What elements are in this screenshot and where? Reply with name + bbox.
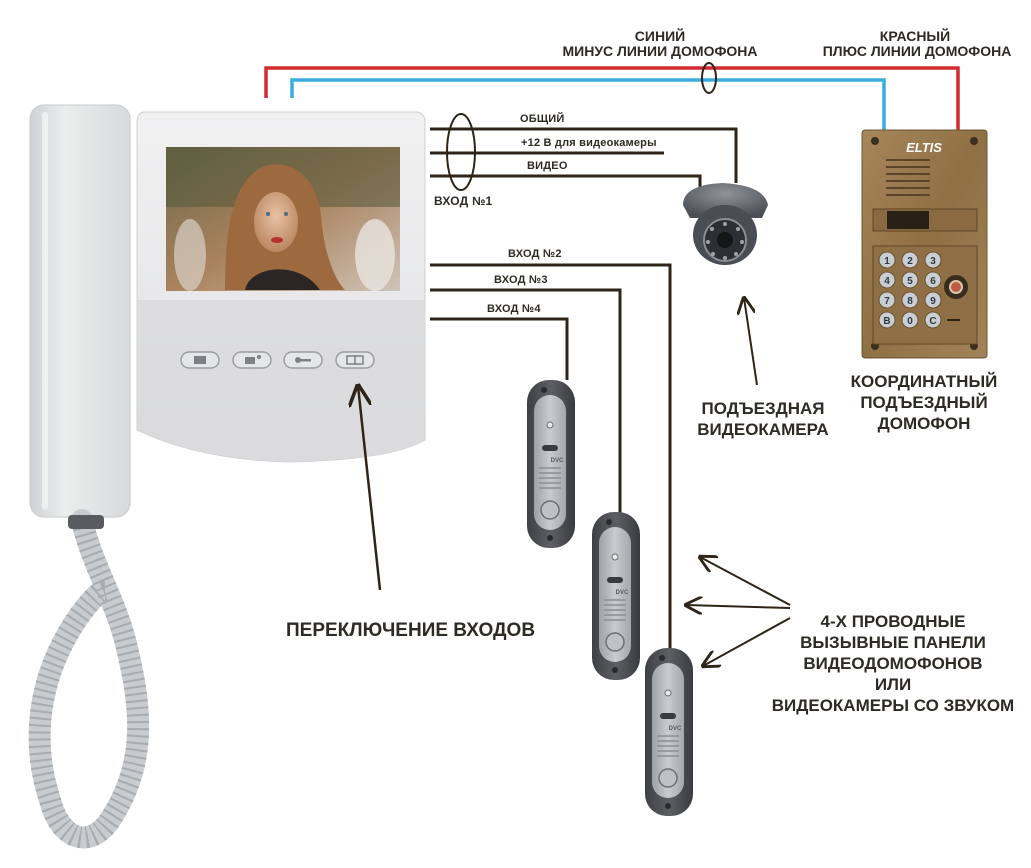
switch-arrow (358, 386, 382, 591)
keypad-key-label: 6 (930, 276, 936, 287)
camera-caption-line-2: ВИДЕОКАМЕРА (697, 420, 829, 439)
monitor-screen (166, 147, 400, 291)
coiled-cord (28, 509, 150, 849)
intercom-caption-line-2: ПОДЪЕЗДНЫЙ (860, 393, 988, 412)
call-button[interactable] (658, 768, 678, 788)
eltis-intercom-panel: ELTIS 1 2 3 4 5 6 7 8 9B 0 C (861, 129, 988, 359)
keypad-key-label: 2 (907, 256, 913, 267)
plus-wire-color-label: КРАСНЫЙ (879, 28, 951, 44)
wire-common (430, 127, 738, 183)
minus-wire-color-label: СИНИЙ (634, 28, 686, 44)
video-monitor (136, 111, 426, 463)
panels-caption-line-2: ВЫЗЫВНЫЕ ПАНЕЛИ (800, 633, 986, 652)
panel-brand: DVC (551, 458, 564, 464)
monitor-icon (194, 356, 206, 364)
camera-caption: ПОДЪЕЗДНАЯ ВИДЕОКАМЕРА (688, 398, 838, 440)
keypad-key-6[interactable]: 6 (924, 271, 942, 289)
keypad-key-9[interactable]: 9 (924, 291, 942, 309)
camera-icon (245, 355, 261, 364)
minus-wire-label: МИНУС ЛИНИИ ДОМОФОНА (562, 43, 758, 59)
keypad-key-7[interactable]: 7 (878, 291, 896, 309)
keypad-key-label: C (929, 316, 936, 327)
keypad: 1 2 3 4 5 6 7 8 9B 0 C (878, 251, 942, 329)
input-1-label: ВХОД №1 (434, 194, 493, 208)
panel-arrow-2 (686, 605, 791, 608)
keypad-key-label: 5 (907, 276, 913, 287)
input-4-label: ВХОД №4 (487, 303, 541, 315)
camera-arrow (744, 298, 758, 386)
dome-camera (683, 183, 768, 265)
call-panel-2: DVC (527, 380, 575, 548)
input1-bundle-marker (446, 113, 476, 191)
keypad-key-0[interactable]: 0 (901, 311, 919, 329)
keypad-key-label: B (883, 316, 890, 327)
keypad-key-label: 4 (884, 276, 890, 287)
wire-input-3 (430, 288, 622, 520)
monitor-buttons (180, 351, 375, 369)
camera-caption-line-1: ПОДЪЕЗДНАЯ (701, 399, 825, 418)
keypad-key-B[interactable]: B (878, 311, 896, 329)
keypad-key-label: 1 (884, 256, 890, 267)
keypad-key-label: 8 (907, 296, 913, 307)
call-button[interactable] (540, 500, 560, 520)
keypad-key-label: 0 (907, 316, 913, 327)
key-icon (295, 357, 311, 363)
intercom-caption-line-1: КООРДИНАТНЫЙ (850, 372, 998, 391)
panels-caption-line-1: 4-Х ПРОВОДНЫЕ (820, 612, 966, 631)
keypad-key-3[interactable]: 3 (924, 251, 942, 269)
input-2-label: ВХОД №2 (508, 248, 562, 260)
wire-video-label: ВИДЕО (527, 160, 568, 172)
keypad-key-label: 3 (930, 256, 936, 267)
keypad-key-label: 9 (930, 296, 936, 307)
panel-brand: DVC (616, 590, 629, 596)
call-button[interactable] (605, 632, 625, 652)
wire-input-2 (430, 263, 672, 660)
call-panel-3: DVC (592, 512, 640, 680)
switch-inputs-caption: ПЕРЕКЛЮЧЕНИЕ ВХОДОВ (286, 620, 536, 641)
wire-common-label: ОБЩИЙ (520, 113, 565, 125)
keypad-key-1[interactable]: 1 (878, 251, 896, 269)
speaker-grille (886, 159, 930, 196)
intercom-brand: ELTIS (906, 140, 942, 155)
wire-power-label: +12 В для видеокамеры (521, 137, 657, 149)
panel-brand: DVC (669, 726, 682, 732)
plus-wire-label: ПЛЮС ЛИНИИ ДОМОФОНА (822, 43, 1012, 59)
call-panels: DVC DVC DVC (527, 380, 693, 816)
minus-wire (290, 78, 886, 135)
wire-video (430, 174, 702, 188)
switch-input-icon (346, 355, 364, 365)
call-panel-4: DVC (645, 648, 693, 816)
plus-wire (264, 66, 960, 135)
panels-caption-line-5: ВИДЕОКАМЕРЫ СО ЗВУКОМ (771, 696, 1015, 715)
keypad-key-2[interactable]: 2 (901, 251, 919, 269)
panels-caption-line-3: ВИДЕОДОМОФОНОВ (803, 654, 983, 673)
keypad-key-C[interactable]: C (924, 311, 942, 329)
keypad-key-4[interactable]: 4 (878, 271, 896, 289)
keypad-key-8[interactable]: 8 (901, 291, 919, 309)
keypad-key-label: 7 (884, 296, 890, 307)
handset (29, 104, 131, 518)
intercom-caption-line-3: ДОМОФОН (877, 414, 971, 433)
keypad-key-5[interactable]: 5 (901, 271, 919, 289)
line-bundle-marker (701, 62, 717, 94)
panel-arrow-3 (703, 617, 791, 666)
input-3-label: ВХОД №3 (494, 274, 548, 286)
call-panels-caption: 4-Х ПРОВОДНЫЕ ВЫЗЫВНЫЕ ПАНЕЛИ ВИДЕОДОМОФ… (762, 611, 1024, 716)
panel-arrow-1 (700, 557, 791, 606)
panels-caption-line-4: ИЛИ (874, 675, 912, 694)
intercom-caption: КООРДИНАТНЫЙ ПОДЪЕЗДНЫЙ ДОМОФОН (836, 371, 1012, 434)
wire-input-4 (430, 317, 569, 380)
